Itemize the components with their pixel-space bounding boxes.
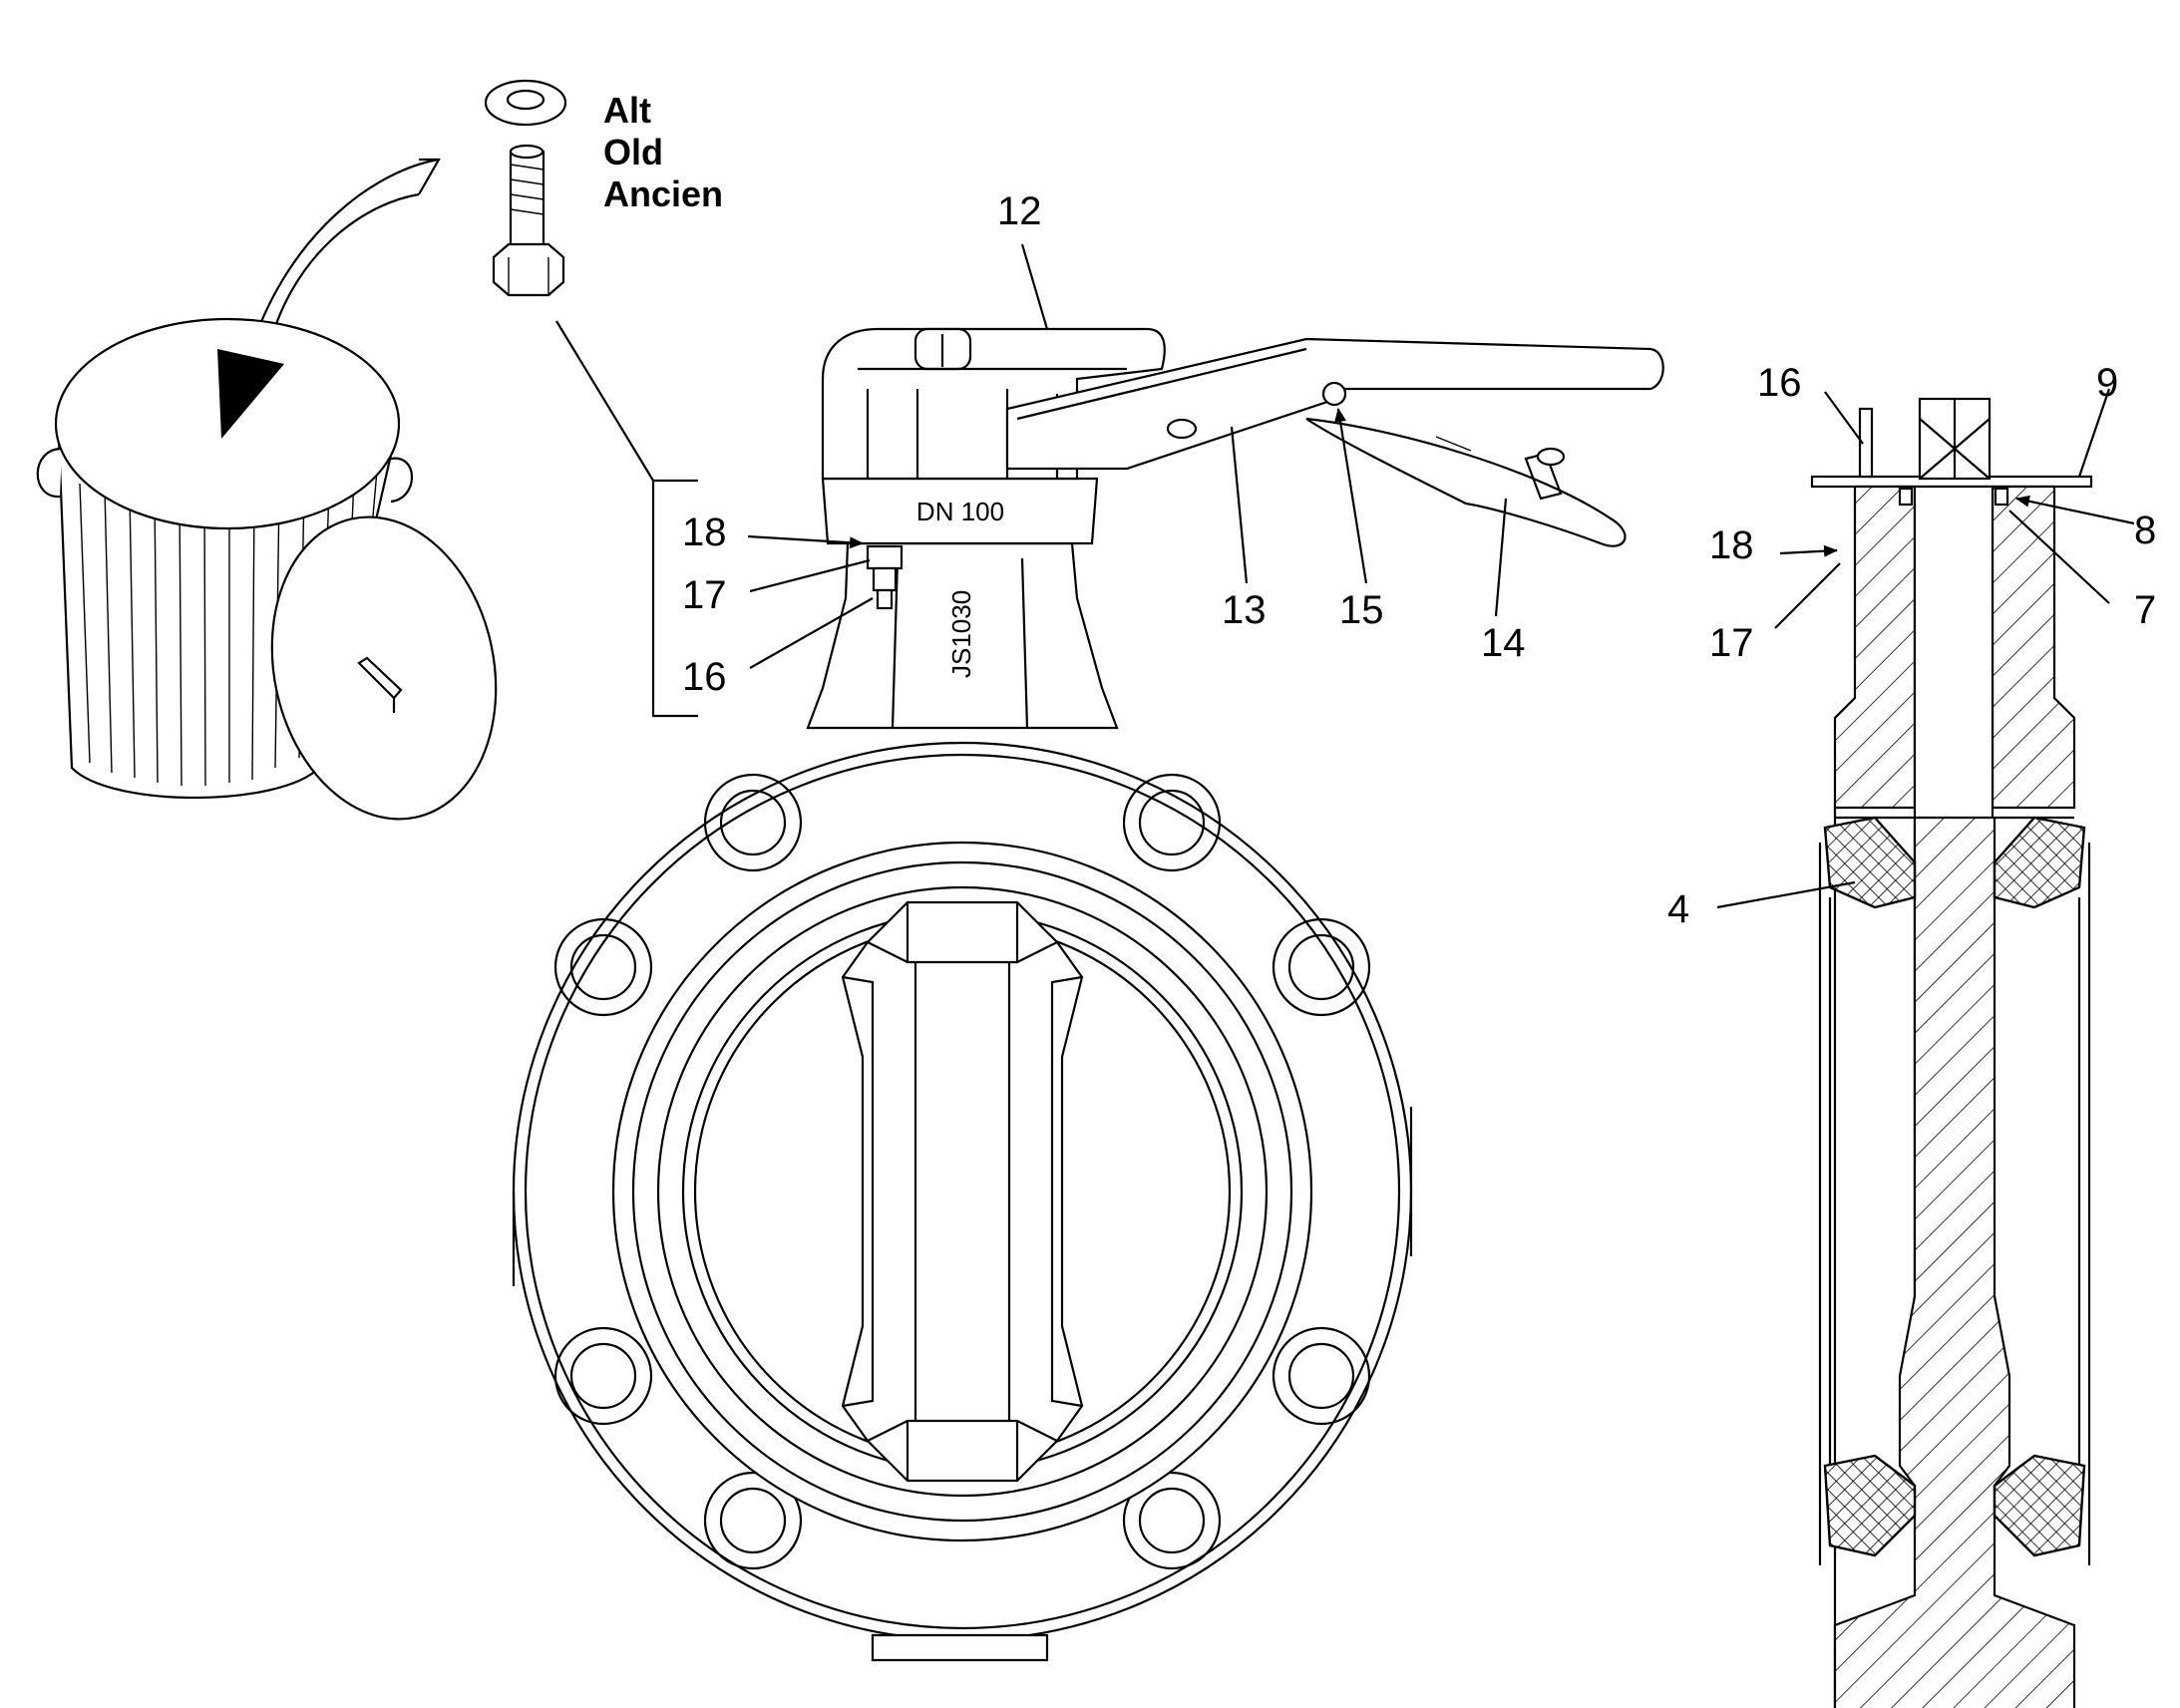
note-line-old: Old — [603, 132, 663, 172]
callout-12: 12 — [997, 189, 1042, 233]
handle-assembly — [821, 327, 1664, 547]
callout-18-section: 18 — [1709, 523, 1754, 567]
callout-4: 4 — [1667, 887, 1689, 931]
callout-leaders — [747, 243, 2135, 909]
note-line-alt: Alt — [603, 90, 651, 131]
old-bolt-washer-icon — [484, 79, 567, 297]
callout-7: 7 — [2134, 588, 2156, 632]
material-marking: JS1030 — [946, 590, 976, 678]
callout-15: 15 — [1339, 588, 1384, 632]
callout-17-section: 17 — [1709, 621, 1754, 665]
callout-13: 13 — [1222, 588, 1267, 632]
size-marking: DN 100 — [916, 497, 1004, 526]
valve-section-view — [1810, 397, 2093, 1708]
callout-9: 9 — [2096, 361, 2118, 405]
replacement-bracket — [555, 320, 698, 718]
callout-17: 17 — [682, 573, 727, 617]
callout-16-section: 16 — [1757, 361, 1802, 405]
callout-8: 8 — [2134, 509, 2156, 552]
valve-front-view: JS1030 DN 100 — [512, 477, 1413, 1662]
callout-18: 18 — [682, 511, 727, 554]
trash-bin-icon — [36, 158, 498, 821]
note-line-ancien: Ancien — [603, 173, 723, 214]
callout-14: 14 — [1481, 621, 1526, 665]
callout-16: 16 — [682, 655, 727, 699]
